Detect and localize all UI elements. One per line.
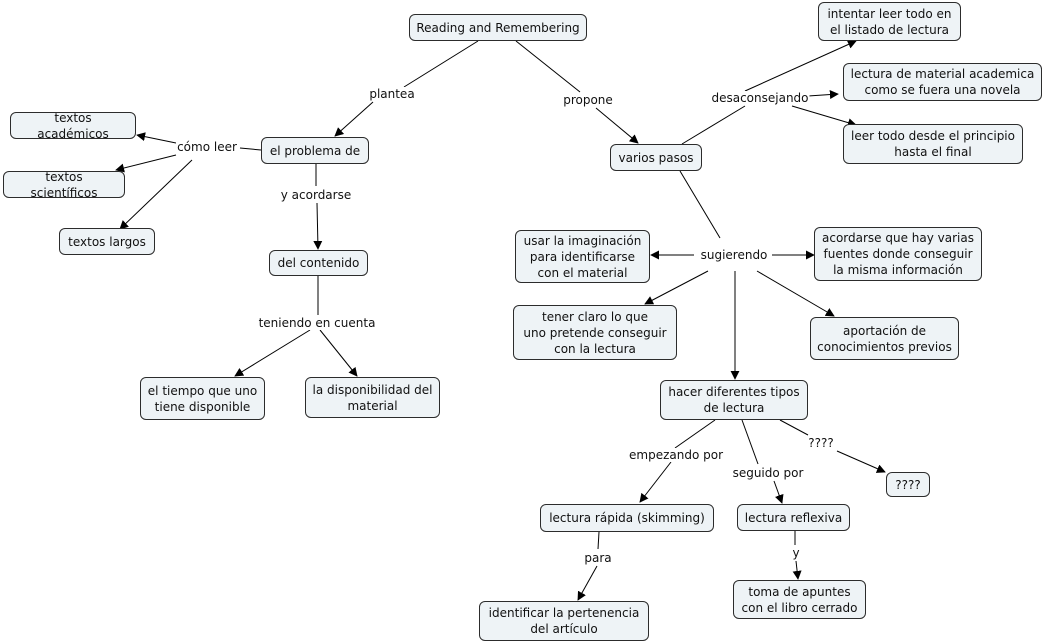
link-propone: propone: [562, 93, 614, 107]
concept-textos-largos[interactable]: textos largos: [59, 228, 155, 255]
concept-leer-todo-principio[interactable]: leer todo desde el principio hasta el fi…: [843, 124, 1023, 164]
concept-textos-scientificos[interactable]: textos scientíficos: [3, 170, 125, 200]
concept-el-tiempo[interactable]: el tiempo que uno tiene disponible: [140, 377, 265, 420]
concept-hacer-tipos[interactable]: hacer diferentes tipos de lectura: [660, 380, 808, 420]
concept-identificar-pertenencia[interactable]: identificar la pertenencia del artículo: [479, 601, 649, 641]
concept-lectura-novela[interactable]: lectura de material academica como se fu…: [843, 63, 1042, 101]
link-empezando-por: empezando por: [628, 448, 724, 462]
concept-intentar-leer[interactable]: intentar leer todo en el listado de lect…: [818, 2, 961, 41]
concept-la-disponibilidad[interactable]: la disponibilidad del material: [305, 377, 440, 418]
concept-del-contenido[interactable]: del contenido: [269, 250, 368, 276]
concept-aportacion[interactable]: aportación de conocimientos previos: [810, 317, 959, 360]
link-y-acordarse: y acordarse: [279, 188, 353, 202]
concept-question-marks[interactable]: ????: [886, 472, 930, 497]
concept-reading-and-remembering[interactable]: Reading and Remembering: [409, 14, 587, 41]
concept-lectura-reflexiva[interactable]: lectura reflexiva: [737, 504, 850, 531]
link-y: y: [791, 546, 801, 560]
concept-varios-pasos[interactable]: varios pasos: [610, 144, 702, 171]
link-question-marks: ????: [807, 436, 835, 450]
concept-el-problema-de[interactable]: el problema de: [261, 137, 369, 164]
link-como-leer: cómo leer: [176, 140, 238, 154]
concept-usar-imaginacion[interactable]: usar la imaginación para identificarse c…: [515, 230, 650, 283]
link-sugierendo: sugierendo: [699, 248, 769, 262]
concept-textos-academicos[interactable]: textos académicos: [10, 111, 136, 141]
link-para: para: [583, 551, 613, 565]
concept-acordarse-fuentes[interactable]: acordarse que hay varias fuentes donde c…: [814, 227, 982, 281]
link-desaconsejando: desaconsejando: [710, 91, 810, 105]
link-seguido-por: seguido por: [731, 466, 805, 480]
link-teniendo-en-cuenta: teniendo en cuenta: [257, 316, 377, 330]
link-plantea: plantea: [368, 87, 416, 101]
concept-tener-claro[interactable]: tener claro lo que uno pretende consegui…: [513, 305, 677, 360]
concept-toma-apuntes[interactable]: toma de apuntes con el libro cerrado: [733, 580, 866, 619]
concept-lectura-rapida[interactable]: lectura rápida (skimming): [540, 504, 714, 532]
